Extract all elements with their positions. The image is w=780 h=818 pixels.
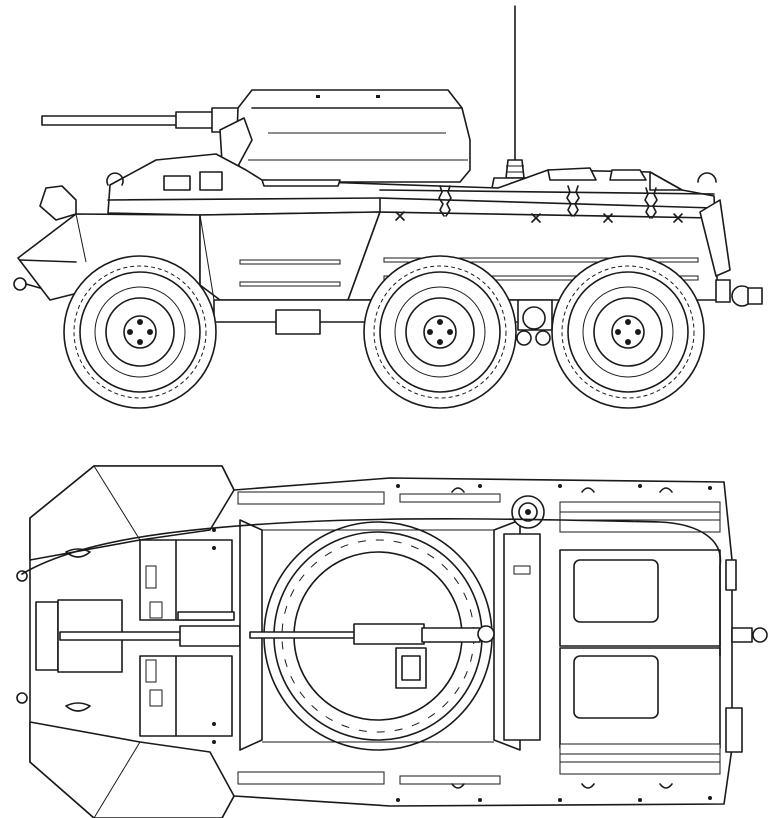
wheel-middle: [363, 255, 517, 409]
rear-hitch-top: [725, 559, 768, 753]
antenna-mount: [505, 159, 525, 179]
tie-down-loop-rear: [697, 172, 717, 183]
front-bumper: [13, 185, 77, 291]
front-glacis: [16, 465, 235, 818]
turret-machine-gun: [249, 623, 495, 689]
antenna-cable: [21, 518, 722, 657]
top-view: [16, 465, 768, 818]
turret: [219, 89, 471, 183]
engine-deck: [503, 495, 721, 775]
stowage-fasteners: [395, 211, 683, 223]
side-stowage: [237, 487, 673, 789]
hull-rivets: [212, 484, 712, 802]
wheel-front: [63, 255, 217, 409]
driver-hatches: [139, 539, 233, 737]
tow-hitch: [699, 199, 763, 307]
side-view: [13, 5, 763, 409]
hull-upper: [106, 153, 717, 219]
main-gun: [41, 107, 241, 133]
tie-down-loop-front: [106, 172, 124, 186]
wheel-rear: [551, 255, 705, 409]
